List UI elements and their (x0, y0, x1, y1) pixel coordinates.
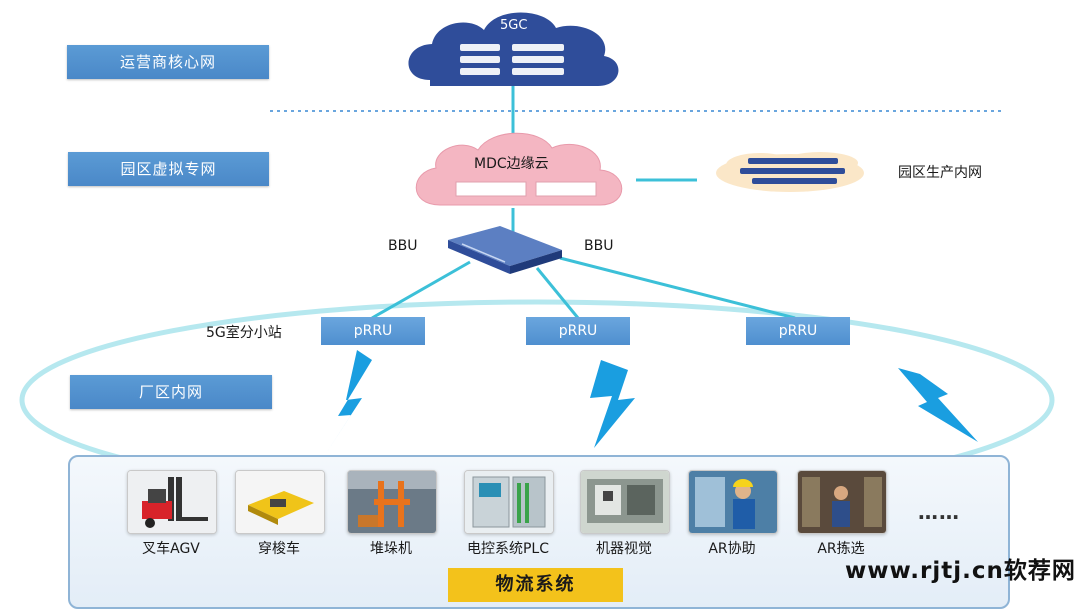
more-devices-ellipsis: …… (918, 500, 960, 524)
device-label-machine-vision: 机器视觉 (596, 541, 652, 557)
park-intranet-label: 园区生产内网 (898, 165, 982, 181)
operator-core-layer-label: 运营商核心网 (67, 45, 269, 79)
device-label-ar-assist: AR协助 (708, 541, 756, 557)
bbu-device-icon (448, 226, 562, 274)
prru-box-2: pRRU (526, 317, 630, 345)
wireless-signal-icon-3 (898, 368, 978, 442)
device-label-plc: 电控系统PLC (466, 541, 550, 557)
bbu-prru-link-1 (371, 260, 471, 320)
machine-vision-icon (580, 470, 670, 534)
shuttle-car-icon (235, 470, 325, 534)
intranet-cloud-icon (716, 152, 864, 192)
ar-assist-icon (688, 470, 778, 534)
core-cloud-icon (408, 12, 619, 86)
prru-box-3: pRRU (746, 317, 850, 345)
bbu-prru-link-2 (535, 267, 580, 319)
wireless-signal-icon-2 (590, 360, 635, 448)
factory-network-layer-label: 厂区内网 (70, 375, 272, 409)
edge-cloud-icon (415, 132, 623, 206)
small-cell-label: 5G室分小站 (206, 325, 282, 341)
bbu-right-label: BBU (584, 238, 614, 254)
bbu-left-label: BBU (388, 238, 418, 254)
logistics-system-title: 物流系统 (448, 568, 623, 602)
device-label-stacker-crane: 堆垛机 (370, 541, 412, 557)
wireless-signal-icon-1 (325, 350, 372, 455)
bbu-prru-link-3 (559, 256, 796, 320)
plc-cabinet-icon (464, 470, 554, 534)
site-watermark: www.rjtj.cn软荐网 (845, 558, 1076, 584)
park-vpn-layer-label: 园区虚拟专网 (68, 152, 269, 186)
stacker-crane-icon (347, 470, 437, 534)
device-label-ar-picking: AR拣选 (817, 541, 865, 557)
core-cloud-label: 5GC (500, 18, 528, 33)
ar-picking-icon (797, 470, 887, 534)
prru-box-1: pRRU (321, 317, 425, 345)
device-label-forklift-agv: 叉车AGV (142, 541, 200, 557)
edge-cloud-label: MDC边缘云 (474, 156, 549, 172)
forklift-agv-icon (127, 470, 217, 534)
device-label-shuttle-car: 穿梭车 (258, 541, 300, 557)
